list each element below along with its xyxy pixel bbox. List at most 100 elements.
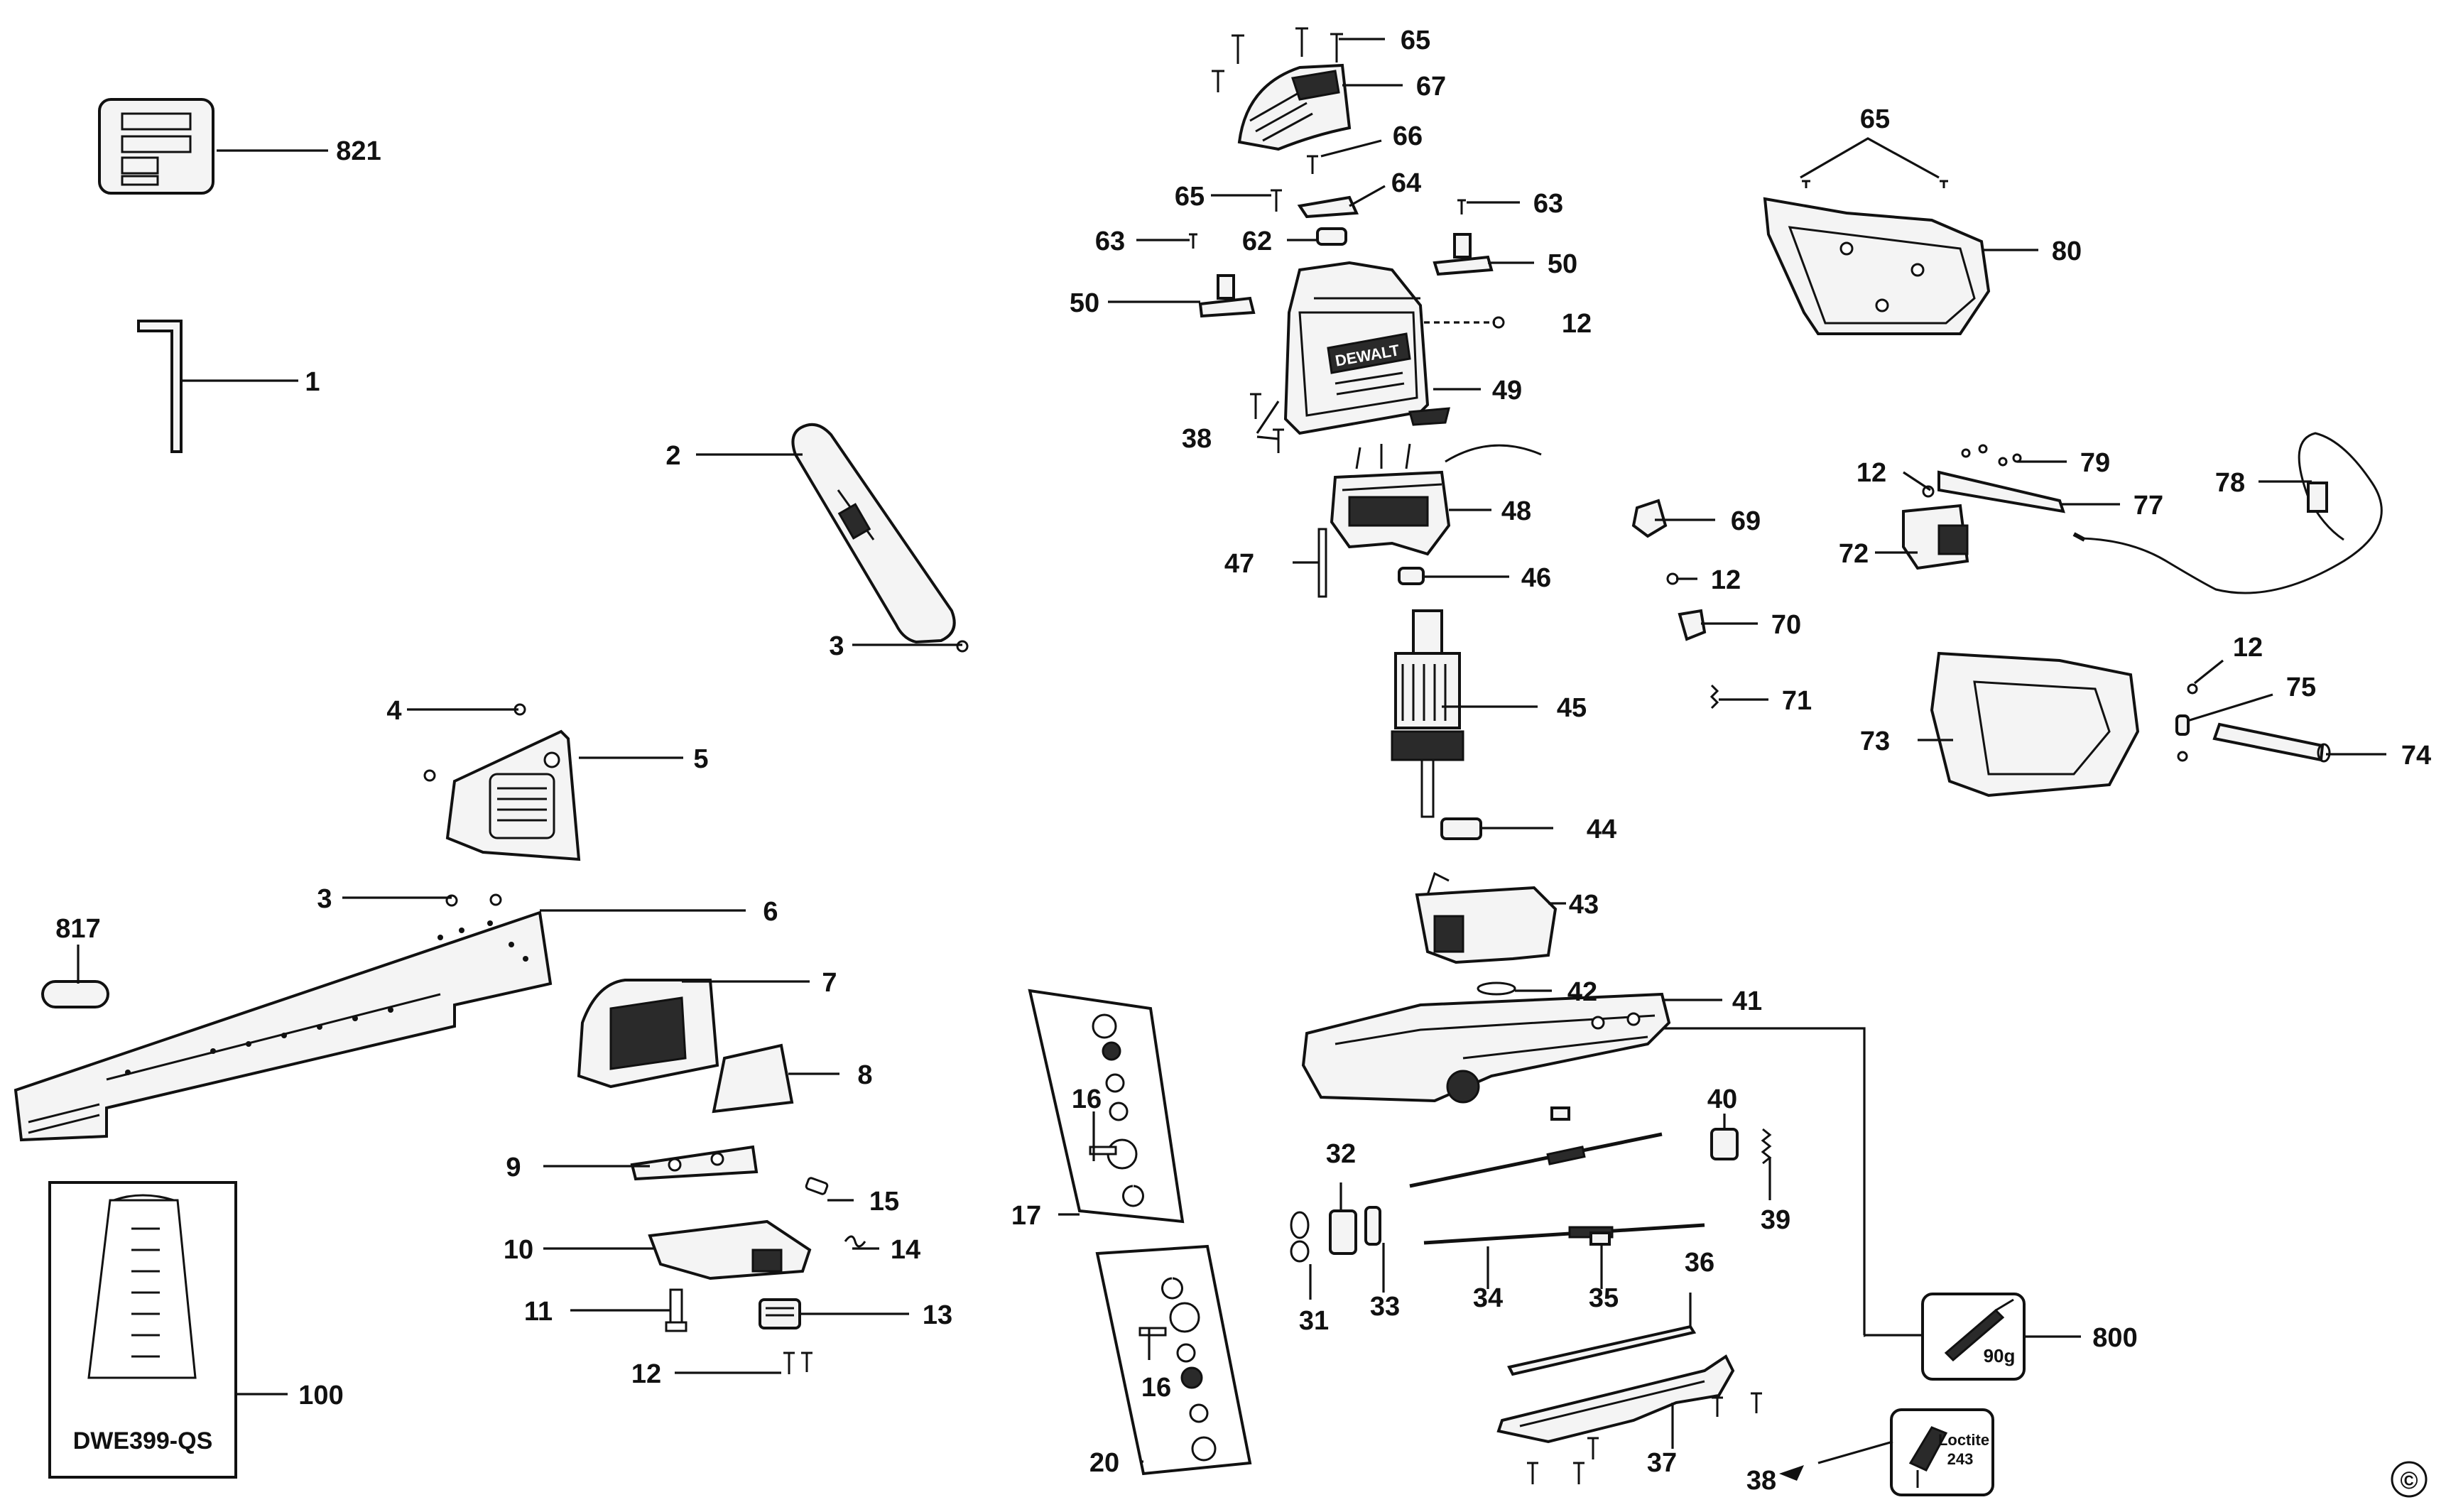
threadlock-brand-text: Loctite [1938,1431,1989,1449]
part-grip-tube [2212,722,2331,763]
callout-16: 16 [1072,1084,1102,1114]
callout-817: 817 [55,914,100,944]
callout-49: 49 [1492,376,1522,406]
callout-15: 15 [869,1187,899,1217]
callout-31: 31 [1299,1306,1329,1336]
callout-64: 64 [1391,168,1421,198]
part-nut [1492,316,1505,329]
part-bearing [1398,567,1425,585]
part-base-casting [1301,992,1671,1104]
callout-77: 77 [2134,491,2163,521]
part-brush-holder [1198,274,1256,318]
part-armature [1391,609,1464,818]
part-field-coil [1330,443,1542,556]
callout-34: 34 [1473,1283,1503,1313]
part-slide-rod [1409,1132,1663,1188]
part-bracket [630,1145,759,1181]
callout-65c: 65 [1860,104,1890,134]
threadlock-icon: Loctite 243 [1890,1408,1994,1496]
leader-lines [77,38,2386,1481]
callout-63b: 63 [1095,227,1125,256]
callout-821: 821 [336,136,381,166]
part-cam [1364,1206,1381,1246]
part-label-plate [98,98,214,195]
part-stop [1550,1106,1570,1121]
callout-16b: 16 [1141,1373,1171,1403]
callout-70: 70 [1771,610,1801,640]
callout-50: 50 [1070,288,1099,318]
callout-65: 65 [1401,26,1430,55]
part-spring-washer [1290,1211,1310,1239]
grease-quantity-text: 90g [1984,1345,2016,1366]
callout-43: 43 [1569,890,1599,920]
callout-1: 1 [305,367,320,397]
part-nut [2177,751,2188,762]
callout-72: 72 [1839,539,1869,569]
part-trigger [1631,499,1668,538]
callout-73: 73 [1860,727,1890,756]
callout-50b: 50 [1548,249,1577,279]
callout-100: 100 [298,1381,343,1410]
part-screw [1271,189,1282,212]
callout-800: 800 [2092,1323,2137,1353]
part-screws-top [1212,27,1343,92]
callout-42: 42 [1567,977,1597,1007]
part-block [1710,1128,1739,1160]
part-tiny-screws [1961,444,2022,467]
callout-75: 75 [2286,673,2316,702]
callout-11: 11 [524,1297,553,1327]
callout-10: 10 [504,1235,533,1265]
callout-80: 80 [2052,236,2082,266]
part-screw [1189,233,1197,249]
part-nut [1666,572,1679,585]
callout-37: 37 [1647,1448,1677,1478]
part-washer [1290,1240,1310,1263]
part-card-17 [1028,989,1185,1224]
copyright-text: © [2400,1467,2418,1494]
callout-4: 4 [386,696,401,726]
part-nut [489,893,502,906]
callout-44: 44 [1587,815,1616,844]
part-key [1589,1231,1611,1246]
part-small-label [41,980,109,1008]
callout-38b: 38 [1746,1466,1776,1496]
part-dust-shroud [577,979,719,1089]
callout-79: 79 [2080,448,2110,478]
callout-12: 12 [631,1359,661,1389]
callout-12d: 12 [1711,565,1741,595]
callout-13: 13 [923,1300,952,1330]
callout-7: 7 [822,968,837,998]
part-housing-half [1763,197,1991,335]
part-manual-booklet: DWE399-QS [48,1181,237,1479]
callout-39: 39 [1761,1205,1790,1235]
callout-9: 9 [506,1153,521,1182]
part-screw [1802,180,1810,188]
callout-3b: 3 [317,884,332,914]
copyright-mark: © [2391,1461,2428,1498]
callout-67: 67 [1416,72,1446,102]
callout-36: 36 [1685,1248,1714,1278]
callout-6: 6 [763,897,778,927]
part-bolt [665,1288,687,1332]
part-switch-lever [1937,470,2065,513]
callout-33: 33 [1370,1292,1400,1322]
callout-71: 71 [1782,686,1812,716]
callout-3: 3 [829,631,844,661]
part-nut [2187,683,2198,695]
callout-12e: 12 [2233,633,2263,663]
part-lock-block [759,1298,801,1329]
callout-12c: 12 [1857,458,1886,488]
callout-32: 32 [1326,1139,1356,1169]
part-screw [1250,393,1261,419]
part-motor-housing: DEWALT [1283,261,1450,435]
part-ring [1316,227,1347,246]
part-spring-clip [844,1235,866,1248]
part-screws [783,1351,812,1374]
part-screw [1273,428,1284,453]
part-top-cover [1237,63,1352,151]
part-brush-holder [1433,233,1494,276]
callout-41: 41 [1732,986,1762,1016]
part-base-plate [1496,1354,1735,1444]
part-handle [791,423,956,644]
